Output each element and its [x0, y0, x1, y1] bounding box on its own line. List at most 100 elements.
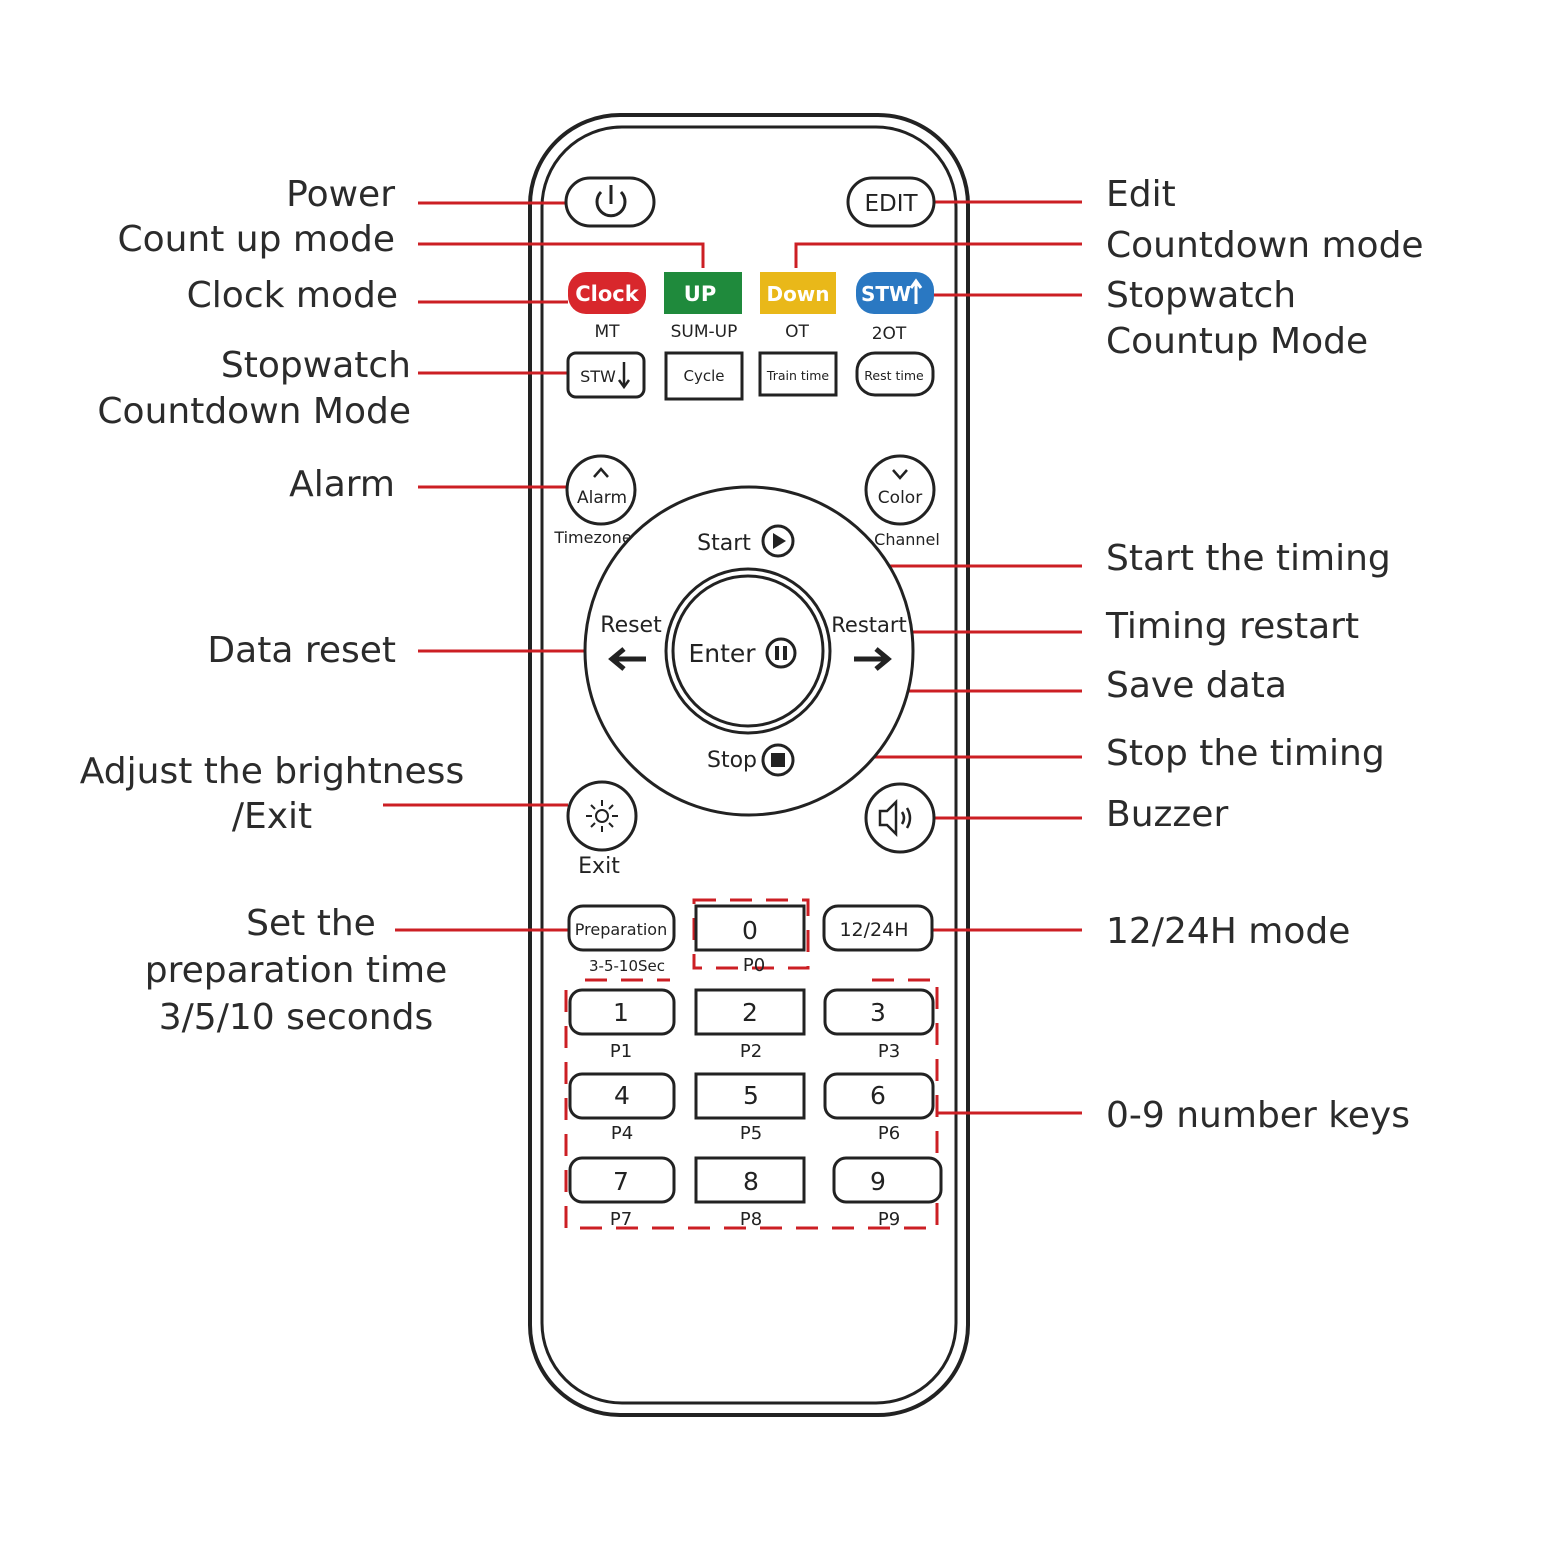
- alarm-button-label: Alarm: [577, 488, 627, 508]
- key-0[interactable]: 0: [694, 904, 806, 952]
- up-button[interactable]: UP: [664, 272, 742, 314]
- key-7-label: 7: [613, 1167, 629, 1196]
- dashed-frame-zero: [692, 898, 810, 970]
- edit-button-label: EDIT: [864, 191, 918, 217]
- label-power: Power: [286, 174, 395, 215]
- label-12-24h-mode: 12/24H mode: [1106, 911, 1350, 952]
- label-brightness-line2: /Exit: [232, 796, 312, 837]
- leader-count-up: [418, 242, 705, 268]
- stop-icon[interactable]: [761, 743, 795, 777]
- label-timing-restart: Timing restart: [1105, 606, 1359, 647]
- key-12-24h-label: 12/24H: [839, 919, 908, 941]
- start-label[interactable]: Start: [697, 531, 751, 556]
- key-6-sub-label: P6: [878, 1123, 900, 1144]
- key-1[interactable]: 1: [568, 988, 676, 1036]
- label-data-reset: Data reset: [207, 630, 396, 671]
- speaker-icon: [878, 798, 912, 838]
- stw-up-button[interactable]: STW: [856, 272, 934, 314]
- key-4-label: 4: [614, 1081, 630, 1110]
- arrow-right-icon[interactable]: [854, 647, 892, 671]
- arrow-left-icon[interactable]: [608, 647, 646, 671]
- key-6-label: 6: [870, 1081, 886, 1110]
- label-stw-countup-line2: Countup Mode: [1106, 321, 1368, 362]
- edit-button[interactable]: EDIT: [846, 176, 936, 228]
- remote-body-inner: [540, 125, 958, 1405]
- label-count-up-mode: Count up mode: [117, 219, 395, 260]
- down-sub-label: OT: [785, 322, 809, 342]
- pause-icon: [765, 637, 797, 669]
- key-9-label: 9: [870, 1167, 886, 1196]
- restart-label[interactable]: Restart: [831, 613, 906, 637]
- power-button[interactable]: [564, 176, 656, 228]
- stop-label[interactable]: Stop: [707, 748, 757, 773]
- brightness-button[interactable]: [566, 780, 638, 852]
- rest-time-button-label: Rest time: [864, 368, 924, 383]
- clock-button-label: Clock: [575, 282, 639, 306]
- dashed-frames: [564, 898, 939, 1230]
- key-12-24h[interactable]: 12/24H: [822, 904, 934, 952]
- clock-button[interactable]: Clock: [568, 272, 646, 314]
- dashed-frame-numbers: [564, 978, 939, 1230]
- label-prep-line1: Set the: [246, 903, 376, 944]
- label-stw-countdown-line1: Stopwatch: [221, 345, 411, 386]
- label-save-data: Save data: [1106, 665, 1287, 706]
- down-button[interactable]: Down: [760, 272, 836, 314]
- key-4[interactable]: 4: [568, 1072, 676, 1120]
- preparation-sub-label: 3-5-10Sec: [589, 957, 665, 975]
- cycle-button[interactable]: Cycle: [664, 351, 744, 401]
- enter-button-label: Enter: [688, 639, 756, 668]
- key-0-sub-label: P0: [743, 955, 765, 976]
- rest-time-button[interactable]: Rest time: [855, 351, 935, 397]
- leader-countdown: [794, 242, 1082, 268]
- arrow-up-icon: [909, 278, 923, 304]
- buzzer-button[interactable]: [864, 782, 936, 854]
- timezone-sub-label: Timezone: [553, 528, 631, 547]
- stw-up-sub-label: 2OT: [872, 324, 907, 344]
- remote-body-outer: [528, 113, 970, 1417]
- label-stw-countdown-line2: Countdown Mode: [97, 391, 411, 432]
- sun-icon: [586, 800, 618, 832]
- label-prep-line2: preparation time: [145, 950, 448, 991]
- label-buzzer: Buzzer: [1106, 794, 1228, 835]
- enter-button[interactable]: Enter: [664, 567, 832, 735]
- key-8-sub-label: P8: [740, 1209, 762, 1230]
- alarm-button[interactable]: Alarm: [565, 454, 637, 526]
- color-button[interactable]: Color: [864, 454, 936, 526]
- train-time-button-label: Train time: [766, 368, 830, 383]
- key-7-sub-label: P7: [610, 1209, 632, 1230]
- key-7[interactable]: 7: [568, 1156, 676, 1204]
- chevron-up-icon: [593, 467, 609, 478]
- color-button-label: Color: [878, 488, 922, 508]
- key-3[interactable]: 3: [823, 988, 935, 1036]
- key-2[interactable]: 2: [694, 988, 806, 1036]
- up-button-label: UP: [684, 282, 716, 306]
- channel-sub-label: Channel: [874, 530, 940, 549]
- cycle-button-label: Cycle: [684, 367, 725, 385]
- label-start-timing: Start the timing: [1106, 538, 1391, 579]
- label-clock-mode: Clock mode: [187, 275, 398, 316]
- key-5[interactable]: 5: [694, 1072, 806, 1120]
- play-icon[interactable]: [761, 524, 795, 558]
- stw-down-button[interactable]: STW: [566, 351, 646, 399]
- key-3-label: 3: [870, 998, 886, 1027]
- key-8[interactable]: 8: [694, 1156, 806, 1204]
- key-9-sub-label: P9: [878, 1209, 900, 1230]
- preparation-button[interactable]: Preparation: [567, 904, 676, 952]
- label-edit: Edit: [1106, 174, 1176, 215]
- key-1-sub-label: P1: [610, 1041, 632, 1062]
- key-8-label: 8: [743, 1167, 759, 1196]
- label-prep-line3: 3/5/10 seconds: [159, 997, 433, 1038]
- reset-label[interactable]: Reset: [600, 613, 662, 638]
- up-sub-label: SUM-UP: [671, 322, 738, 342]
- key-3-sub-label: P3: [878, 1041, 900, 1062]
- train-time-button[interactable]: Train time: [758, 351, 838, 397]
- key-5-label: 5: [743, 1081, 759, 1110]
- preparation-button-label: Preparation: [575, 920, 667, 939]
- key-2-label: 2: [742, 998, 758, 1027]
- key-6[interactable]: 6: [823, 1072, 935, 1120]
- arrow-down-icon: [617, 362, 631, 390]
- key-9[interactable]: 9: [832, 1156, 943, 1204]
- stw-up-button-label: STW: [861, 282, 911, 306]
- key-1-label: 1: [613, 998, 629, 1027]
